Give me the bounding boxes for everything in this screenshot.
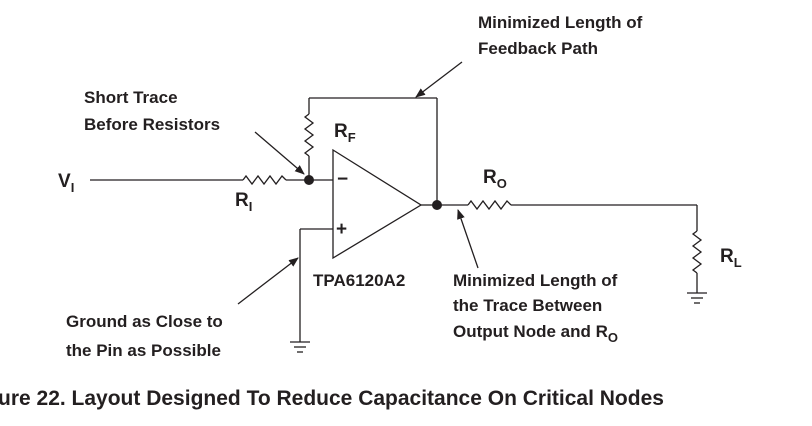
short-trace-arrow <box>254 131 305 175</box>
ground-arrow <box>237 257 299 305</box>
input-trace <box>90 174 333 186</box>
resistor-rf <box>303 113 315 157</box>
figure-caption: ure 22. Layout Designed To Reduce Capaci… <box>0 387 664 410</box>
ground-trace <box>290 228 333 353</box>
ground-note-line1: Ground as Close to <box>66 312 223 331</box>
output-trace <box>437 199 707 304</box>
opamp-name: TPA6120A2 <box>313 271 405 290</box>
annotation-arrows <box>237 61 479 305</box>
resistor-ri <box>242 174 287 186</box>
feedback-note-line1: Minimized Length of <box>478 13 643 32</box>
output-arrow <box>457 209 479 269</box>
ground-note-line2: the Pin as Possible <box>66 341 221 360</box>
feedback-path <box>303 97 438 205</box>
label-vi: VI <box>58 171 74 195</box>
output-note-line3: Output Node and RO <box>453 322 618 345</box>
label-rf: RF <box>334 121 356 145</box>
op-amp <box>332 148 442 260</box>
opamp-minus: − <box>337 169 348 190</box>
resistor-rl <box>691 230 703 274</box>
label-ri: RI <box>235 190 252 214</box>
label-rl: RL <box>720 246 742 270</box>
label-ro: RO <box>483 167 507 191</box>
opamp-plus: + <box>336 219 347 240</box>
short-trace-note-line2: Before Resistors <box>84 115 220 134</box>
short-trace-note-line1: Short Trace <box>84 88 178 107</box>
output-note-line1: Minimized Length of <box>453 271 618 290</box>
resistor-ro <box>467 199 512 211</box>
feedback-note-line2: Feedback Path <box>478 39 598 58</box>
feedback-arrow <box>415 61 463 98</box>
output-note-line2: the Trace Between <box>453 296 602 315</box>
